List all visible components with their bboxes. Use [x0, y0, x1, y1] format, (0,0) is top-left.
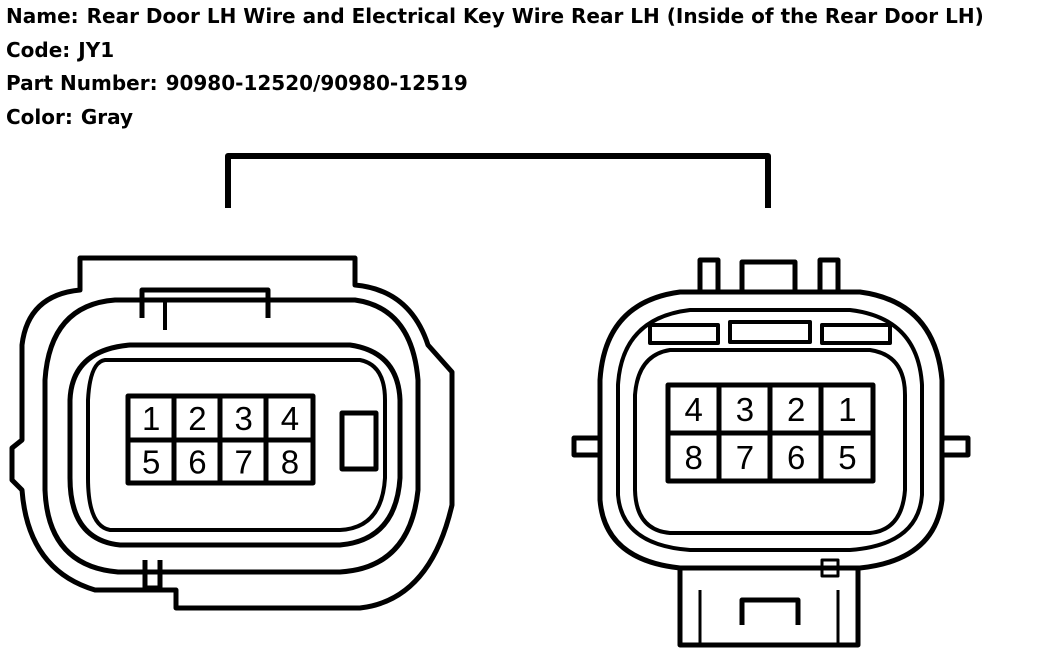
right-cavity-wall [633, 348, 907, 535]
connector-info: Name: Rear Door LH Wire and Electrical Ke… [6, 0, 1056, 134]
left-housing-inner [42, 297, 421, 575]
left-pin-1: 1 [142, 400, 160, 437]
connection-bracket [225, 153, 771, 208]
right-side-ear-right [942, 435, 971, 458]
name-label: Name: [6, 4, 79, 28]
right-pin-6: 6 [787, 439, 805, 476]
left-pin-4: 4 [281, 400, 299, 437]
left-housing-outer [9, 255, 455, 611]
left-side-tab [339, 410, 379, 472]
left-pin-7: 7 [234, 443, 252, 480]
right-pin-2: 2 [787, 391, 805, 428]
right-side-ear-left [571, 435, 600, 458]
left-latch-outer [139, 287, 271, 318]
right-top-slot-left [648, 323, 720, 345]
left-pin-8: 8 [281, 443, 299, 480]
part-number-row: Part Number: 90980-12520/90980-12519 [6, 67, 1056, 101]
left-pin-2: 2 [188, 400, 206, 437]
right-top-tab-left [697, 257, 721, 292]
left-pin-5: 5 [142, 443, 160, 480]
right-top-slot-right [820, 323, 892, 345]
name-row: Name: Rear Door LH Wire and Electrical Ke… [6, 0, 1056, 34]
right-pin-5: 5 [838, 439, 856, 476]
right-top-tab-center [739, 259, 798, 292]
right-pin-7: 7 [736, 439, 754, 476]
left-pin-6: 6 [188, 443, 206, 480]
left-cavity-face [86, 358, 387, 532]
right-housing-inner [616, 308, 924, 552]
color-value: Gray [80, 104, 134, 129]
right-pin-3: 3 [736, 391, 754, 428]
code-label: Code: [6, 37, 71, 62]
right-bottom-latch [739, 597, 801, 625]
code-row: Code: JY1 [6, 34, 1056, 68]
part-number-value: 90980-12520/90980-12519 [165, 71, 468, 95]
color-row: Color: Gray [6, 101, 1056, 135]
right-bottom-rails [698, 590, 840, 645]
left-cavity-wall [67, 342, 403, 548]
right-pin-4: 4 [684, 391, 702, 428]
part-number-label: Part Number: [6, 71, 158, 95]
right-top-slot-center [728, 320, 812, 344]
left-latch-inner [163, 298, 268, 330]
code-value: JY1 [78, 37, 115, 62]
right-bottom-key [820, 558, 840, 578]
right-top-tab-right [817, 257, 841, 292]
name-value: Rear Door LH Wire and Electrical Key Wir… [86, 4, 984, 28]
color-label: Color: [6, 104, 73, 129]
right-pin-1: 1 [838, 391, 856, 428]
right-bottom-extension [677, 568, 861, 648]
right-pin-8: 8 [684, 439, 702, 476]
left-pin-3: 3 [234, 400, 252, 437]
left-bottom-notch [142, 560, 163, 591]
